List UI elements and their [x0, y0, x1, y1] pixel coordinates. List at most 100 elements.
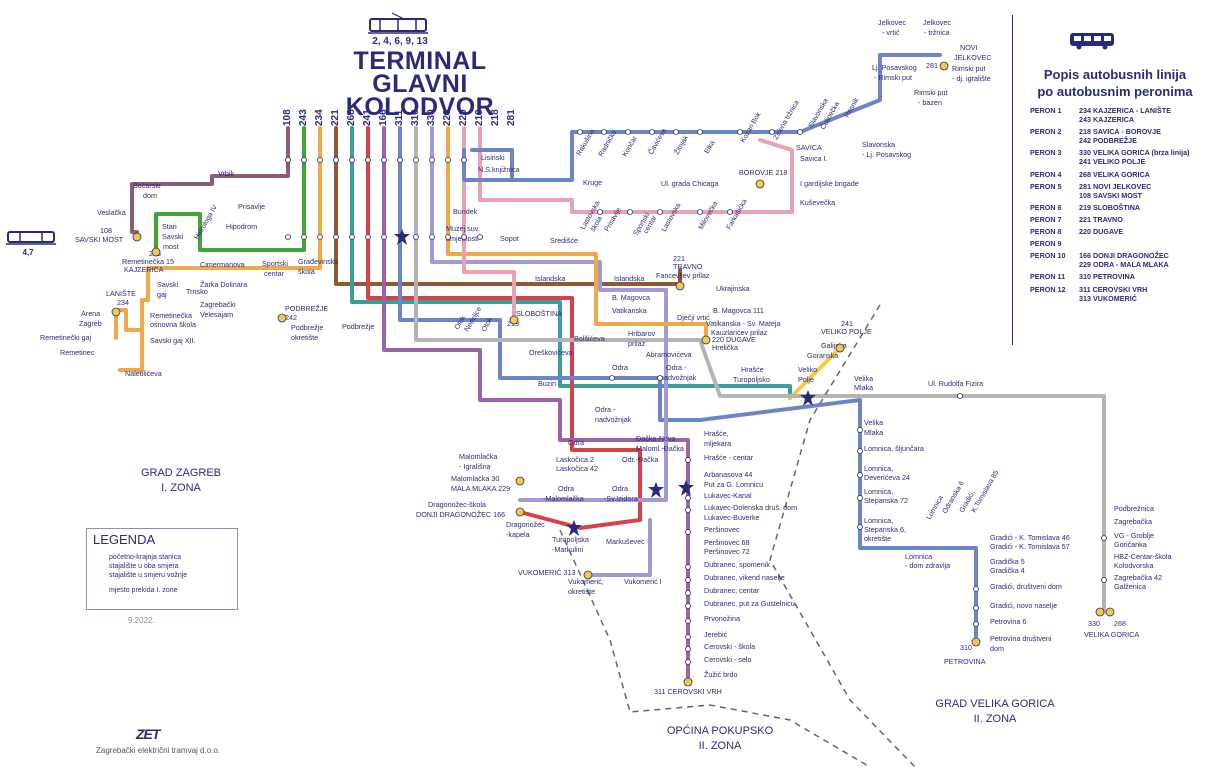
stop-label: dom: [143, 191, 157, 200]
stop-label: Abramovićeva: [646, 350, 692, 359]
stop-label: Lomnica,: [864, 516, 893, 525]
terminus-novi-jelkovec: [939, 61, 949, 71]
legend-item-both-directions: stajalište u oba smjera: [109, 563, 179, 570]
stop-label: Hrašće: [741, 365, 764, 374]
peron-title-line2: po autobusnim peronima: [1037, 84, 1193, 99]
peron-number: PERON 3: [1030, 148, 1062, 158]
stop-label: LANIŠTE: [106, 289, 136, 298]
stop-label: Hrašće - centar: [704, 453, 754, 462]
stop-label: Đačka-Nova: [636, 434, 676, 443]
zone-break-marker: [648, 482, 664, 498]
stop-label: Dragonožec-škola: [428, 500, 486, 509]
stop-label: Laskočica 42: [556, 464, 598, 473]
stop-label: Galženica: [1114, 582, 1146, 591]
stop-label: Savica I.: [800, 154, 828, 163]
route-166: [366, 126, 642, 530]
stop-label: Žarka Dolinara: [200, 280, 247, 289]
route-220: [446, 126, 708, 342]
stop-label: 281: [926, 61, 938, 70]
stop-label: Sportski: [262, 259, 288, 268]
stop-label: Lj. Posavskog: [872, 63, 917, 72]
stop-label: Ukrajinska: [716, 284, 750, 293]
stop-label: Velika: [854, 374, 873, 383]
terminus-veliko-polje: [835, 343, 845, 353]
stop-label: MALA MLAKA 229: [451, 484, 510, 493]
legend-item-zone-break: mjesto prekida I. zone: [109, 587, 178, 594]
terminus-velika-gorica-330: [1095, 607, 1105, 617]
company-name: Zagrebački električni tramvaj d.o.o.: [96, 746, 221, 755]
zone-zagreb: GRAD ZAGREB I. ZONA: [126, 466, 236, 496]
stop-label: Ul. grada Chicaga: [661, 179, 719, 188]
zone-velika-gorica-name: GRAD VELIKA GORICA: [935, 698, 1055, 710]
terminal-line-221: 221: [330, 109, 341, 126]
route-108: [130, 126, 290, 234]
stop-label: Lomnica,: [864, 464, 893, 473]
peron-number: PERON 5: [1030, 181, 1062, 191]
stop-label: VUKOMERIĆ 313: [518, 568, 576, 577]
stop-label: 310: [960, 643, 972, 652]
stop-label: Rimski put: [914, 88, 948, 97]
stop-label: Laskočica 2: [556, 455, 594, 464]
stop-label: PETROVINA: [944, 657, 986, 666]
zet-logo: ZET: [136, 726, 160, 742]
stop-label: gaj: [157, 290, 167, 299]
stop-label: Dječji vrtić: [677, 313, 710, 322]
peron-panel: [1012, 15, 1211, 345]
peron-line: 221 TRAVNO: [1079, 214, 1123, 224]
stop-label: Vukomerić I: [624, 577, 662, 586]
stop-label: Jelkovec: [878, 18, 906, 27]
stop-label: Deverićeva 24: [864, 473, 910, 482]
peron-title-line1: Popis autobusnih linija: [1043, 67, 1187, 82]
peron-line: 311 CEROVSKI VRH: [1079, 284, 1148, 294]
terminal-line-218: 218: [490, 109, 501, 126]
stop-label: BOROVJE 218: [739, 168, 787, 177]
route-234-loop: [114, 308, 144, 340]
peron-number: PERON 6: [1030, 202, 1062, 212]
route-234: [118, 126, 322, 372]
stop-label: Maloml.-Đačka: [636, 444, 684, 453]
stop-label: Lisinski: [481, 153, 505, 162]
stop-label: Hrašće,: [704, 429, 729, 438]
stop-label: Malomlačka 30: [451, 474, 499, 483]
peron-number: PERON 1: [1030, 106, 1062, 115]
stop-label: Petrovina društveni: [990, 634, 1052, 643]
stop-label: SAVSKI MOST: [75, 235, 124, 244]
stop-label: - dj. igralište: [952, 74, 991, 83]
stop-label: Galijska: [821, 341, 847, 350]
stop-label: JELKOVEC: [954, 53, 992, 62]
stop-label: 268: [1114, 619, 1126, 628]
terminus-podbrezje: [277, 313, 287, 323]
terminal-line-220: 220: [458, 109, 469, 126]
peron-row: 229 ODRA - MALA MLAKA: [1030, 260, 1215, 269]
zone-pokupsko-name: OPĆINA POKUPSKO: [666, 725, 774, 737]
route-241: [788, 346, 842, 400]
stop-label: Peršinovec 68: [704, 538, 750, 547]
stop-label: Žužić brdo: [704, 670, 738, 679]
stop-label: Zagreb: [79, 319, 102, 328]
stop-markers: [285, 129, 1107, 665]
terminal-line-108: 108: [282, 109, 293, 126]
stop-label: - bazen: [918, 98, 942, 107]
peron-panel-title: Popis autobusnih linija po autobusnim pe…: [1020, 66, 1210, 100]
stop-label-rotated: Žitnjak: [672, 133, 690, 156]
map-date: 9.2022.: [128, 616, 155, 625]
stop-label: mljekara: [704, 439, 731, 448]
stop-label: Vatikanska: [612, 306, 647, 315]
stop-label: Petrovina 6: [990, 617, 1026, 626]
peron-number: PERON 11: [1030, 272, 1066, 282]
peron-row: 108 SAVSKI MOST: [1030, 191, 1215, 200]
stop-label: VELIKA GORICA: [1084, 630, 1139, 639]
terminal-line-229: 229: [442, 109, 453, 126]
stop-label: Remetinec: [60, 348, 95, 357]
zone-zagreb-level: I. ZONA: [161, 482, 201, 494]
peron-line: 243 KAJZERICA: [1079, 115, 1135, 125]
stop-label: Mlaka: [854, 383, 873, 392]
terminus-savski-most: [132, 232, 142, 242]
stop-label: Odra: [612, 484, 628, 493]
stop-label: TRAVNO: [673, 262, 703, 271]
stop-label: most: [163, 242, 179, 251]
